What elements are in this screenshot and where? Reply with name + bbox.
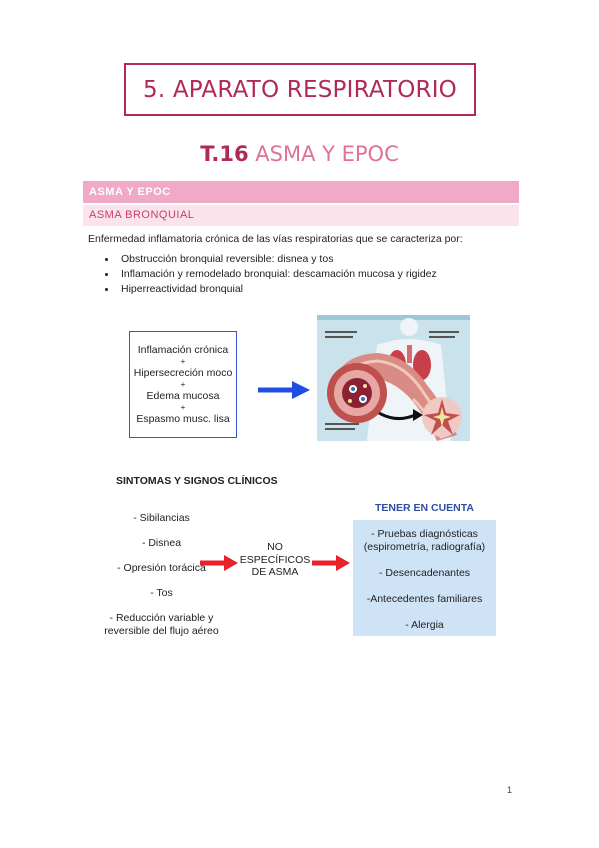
topic-title: T.16 ASMA Y EPOC	[0, 142, 599, 166]
chapter-title-box: 5. APARATO RESPIRATORIO	[124, 63, 476, 116]
not-specific-label: NO ESPECÍFICOS DE ASMA	[239, 541, 311, 578]
list-item: - Sibilancias	[133, 512, 190, 524]
list-item: - Opresión torácica	[117, 562, 206, 574]
topic-name: ASMA Y EPOC	[255, 142, 399, 166]
list-item: - Pruebas diagnósticas (espirometría, ra…	[363, 528, 486, 553]
list-item: Obstrucción bronquial reversible: disnea…	[104, 252, 437, 267]
blue-arrow-icon	[258, 381, 310, 399]
mechanism-box: Inflamación crónica + Hipersecreción moc…	[129, 331, 237, 438]
red-arrow-icon	[200, 555, 238, 571]
symptoms-title: SINTOMAS Y SIGNOS CLÍNICOS	[116, 475, 278, 487]
bronchus-illustration	[317, 315, 470, 441]
list-item: Inflamación y remodelado bronquial: desc…	[104, 267, 437, 282]
list-item: Hiperreactividad bronquial	[104, 282, 437, 297]
mechanism-item: Edema mucosa	[146, 389, 220, 402]
chapter-title: 5. APARATO RESPIRATORIO	[143, 76, 457, 103]
plus-sign: +	[180, 402, 186, 412]
mechanism-item: Hipersecreción moco	[133, 366, 233, 379]
considerations-box: - Pruebas diagnósticas (espirometría, ra…	[353, 520, 496, 636]
list-item: - Desencadenantes	[378, 567, 471, 579]
list-item: - Alergia	[405, 619, 444, 631]
red-arrow-icon	[312, 555, 350, 571]
characteristics-list: Obstrucción bronquial reversible: disnea…	[104, 252, 437, 297]
symptoms-list: - Sibilancias - Disnea - Opresión toráci…	[94, 512, 229, 650]
considerations-title: TENER EN CUENTA	[375, 502, 474, 514]
subsection-heading: ASMA BRONQUIAL	[83, 205, 519, 226]
mechanism-item: Inflamación crónica	[137, 343, 229, 356]
plus-sign: +	[180, 356, 186, 366]
list-item: - Reducción variable y reversible del fl…	[104, 612, 219, 637]
list-item: - Disnea	[141, 537, 182, 549]
intro-text: Enfermedad inflamatoria crónica de las v…	[88, 233, 463, 245]
page-number: 1	[507, 785, 513, 795]
plus-sign: +	[180, 379, 186, 389]
topic-number: T.16	[200, 142, 249, 166]
list-item: - Tos	[150, 587, 173, 599]
list-item: -Antecedentes familiares	[366, 593, 483, 605]
section-heading: ASMA Y EPOC	[83, 181, 519, 203]
mechanism-item: Espasmo musc. lisa	[136, 412, 230, 425]
